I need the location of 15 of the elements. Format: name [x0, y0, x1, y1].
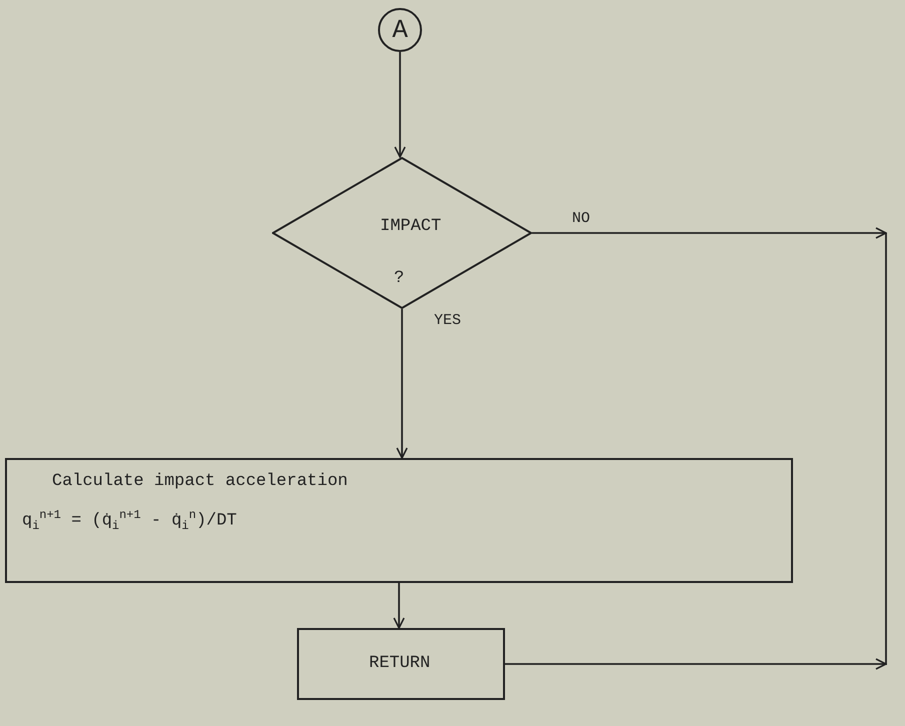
arrow — [394, 52, 406, 158]
formula-text: q$_{i}$$^{n+1}$ = (q̇$_{i}$$^{n+1}$ - q̇$_{i}$$^{n}$)/DT — [22, 508, 237, 534]
node-text: IMPACT — [380, 217, 442, 236]
node-text: Calculate impact acceleration — [52, 472, 348, 491]
decision-diamond — [272, 157, 532, 309]
arrow — [532, 227, 887, 239]
terminal-box — [297, 628, 505, 700]
node-text: A — [391, 14, 409, 47]
formula-text: ? — [394, 269, 404, 288]
arrow — [505, 658, 887, 670]
arrow — [393, 583, 405, 629]
connector-circle — [378, 8, 422, 52]
arrow — [396, 309, 408, 459]
node-text: RETURN — [369, 654, 430, 673]
process-box — [5, 458, 793, 583]
